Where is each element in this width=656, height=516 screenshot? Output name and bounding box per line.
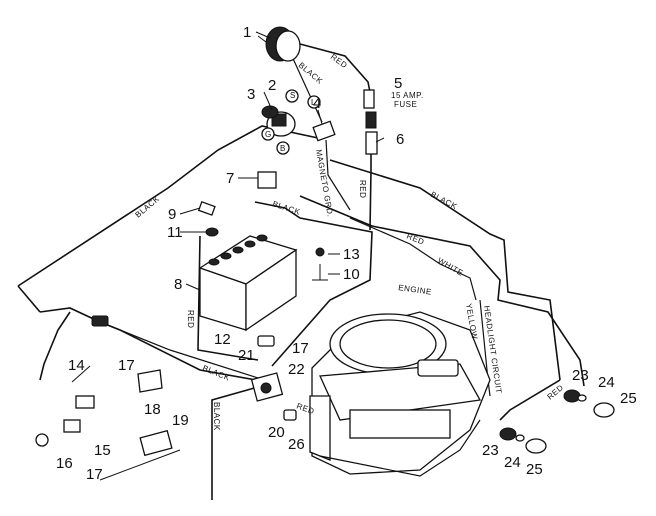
- wire-red-battery: [197, 235, 259, 361]
- label-26: 26: [288, 436, 305, 453]
- connector-4-part: [312, 120, 336, 142]
- light-right-part: [563, 389, 615, 418]
- battery-part: [198, 234, 298, 332]
- label-15: 15: [94, 442, 111, 459]
- wire-label-black-batt: BLACK: [271, 199, 301, 216]
- label-25b: 25: [526, 461, 543, 478]
- label-6: 6: [396, 131, 404, 148]
- wire-label-white: WHITE: [436, 256, 465, 278]
- wire-black-left-2: [17, 285, 41, 313]
- wire-black-right: [329, 159, 561, 381]
- fuse-part: [363, 89, 377, 129]
- bolt-9-part: [197, 201, 216, 216]
- label-20: 20: [268, 424, 285, 441]
- wire-label-black-mid: BLACK: [201, 364, 231, 383]
- screw-13-part: [315, 247, 325, 257]
- switch-terminal-s: S: [290, 91, 296, 100]
- wire-white: [349, 217, 477, 301]
- wire-black-solenoid: [254, 201, 373, 367]
- label-16: 16: [56, 455, 73, 472]
- wire-label-fuse-a: 15 AMP.: [391, 91, 424, 100]
- wire-label-engine: ENGINE: [398, 283, 433, 297]
- fuse-holder-part: [365, 131, 378, 155]
- label-24a: 24: [598, 374, 615, 391]
- wire-label-red-mid: RED: [358, 180, 367, 198]
- wire-red-lower: [499, 379, 561, 421]
- ground-10-part: [312, 264, 328, 281]
- label-1: 1: [243, 24, 251, 41]
- label-23a: 23: [572, 367, 589, 384]
- label-25a: 25: [620, 390, 637, 407]
- boot-21-part: [257, 335, 275, 347]
- label-17c: 17: [86, 466, 103, 483]
- wire-label-fuse-b: FUSE: [394, 100, 417, 109]
- label-22: 22: [288, 361, 305, 378]
- label-10: 10: [343, 266, 360, 283]
- wire-label-black-left: BLACK: [134, 194, 162, 219]
- label-8: 8: [174, 276, 182, 293]
- wire-black-bottom: [211, 384, 266, 500]
- bracket-18-part: [137, 369, 163, 393]
- switch-terminal-l: L: [311, 98, 316, 107]
- light-lower-part: [499, 427, 547, 454]
- wire-label-red-right: RED: [405, 232, 425, 247]
- label-14: 14: [68, 357, 85, 374]
- label-17a: 17: [118, 357, 135, 374]
- wire-label-black-bottom: BLACK: [212, 402, 221, 431]
- label-24b: 24: [504, 454, 521, 471]
- wire-label-red-battery: RED: [186, 310, 195, 328]
- switch-terminal-g: G: [265, 130, 272, 139]
- wire-red-right: [299, 195, 585, 387]
- switch-terminal-b: B: [280, 144, 286, 153]
- wire-label-magneto: MAGNETO GRD.: [314, 149, 335, 218]
- engine-part: [309, 311, 491, 477]
- label-3: 3: [247, 86, 255, 103]
- ignition-switch-part: [261, 89, 321, 155]
- label-4: 4: [313, 95, 321, 112]
- nut-11-part: [205, 227, 219, 237]
- clip-26-part: [283, 409, 297, 421]
- label-21: 21: [238, 347, 255, 364]
- label-7: 7: [226, 170, 234, 187]
- wire-fuse-down: [369, 148, 372, 231]
- label-18: 18: [144, 401, 161, 418]
- label-9: 9: [168, 206, 176, 223]
- label-23b: 23: [482, 442, 499, 459]
- wire-label-black-top: BLACK: [297, 61, 325, 86]
- wire-magneto: [325, 139, 351, 211]
- switch-19-part: [99, 429, 181, 481]
- wire-ammeter-switch: [289, 51, 323, 123]
- wire-cable-14: [39, 311, 71, 381]
- wire-label-black-right: BLACK: [429, 190, 459, 212]
- harness-part: [35, 315, 109, 447]
- key-part: [261, 105, 279, 119]
- wire-black-mid-2: [99, 321, 259, 379]
- wire-ammeter-fuse: [299, 43, 371, 93]
- label-19: 19: [172, 412, 189, 429]
- solenoid-part: [250, 372, 284, 402]
- wire-label-red-lower: RED: [546, 383, 566, 402]
- label-17b: 17: [292, 340, 309, 357]
- label-12: 12: [214, 331, 231, 348]
- label-11: 11: [167, 224, 183, 241]
- clip-part: [257, 171, 277, 189]
- wire-label-red-top: RED: [329, 52, 349, 70]
- label-13: 13: [343, 246, 360, 263]
- label-5: 5: [394, 75, 402, 92]
- label-2: 2: [268, 77, 276, 94]
- ammeter-part: [257, 26, 301, 62]
